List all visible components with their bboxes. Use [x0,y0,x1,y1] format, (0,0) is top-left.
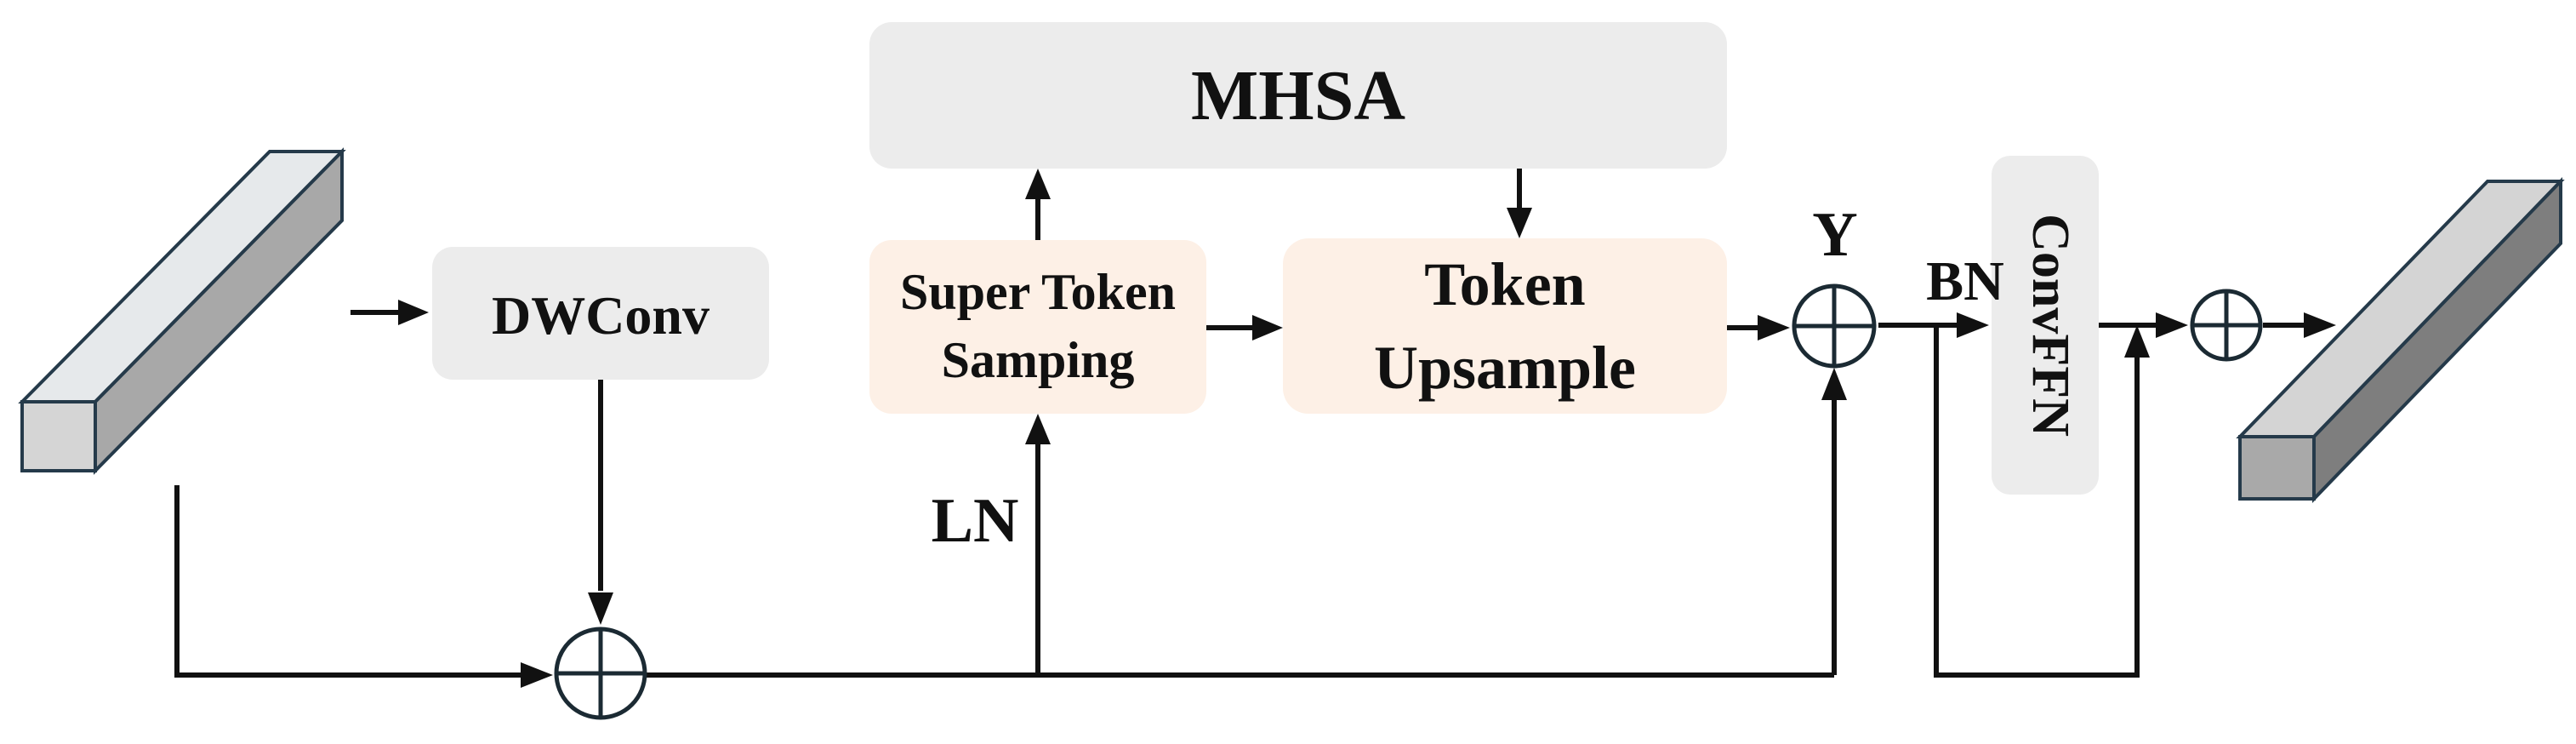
connections [174,169,2336,688]
y-label: Y [1812,200,1857,270]
convffn-block: ConvFFN [1992,156,2099,495]
bn-label: BN [1926,250,2004,312]
dwconv-block: DWConv [432,247,769,380]
convffn-label: ConvFFN [2021,214,2079,437]
token-upsample-label-line2: Upsample [1374,334,1636,402]
add-node-3 [2190,289,2263,362]
super-token-sampling-block: Super Token Samping [869,240,1206,414]
mhsa-label: MHSA [1191,56,1405,135]
add-node-1 [554,627,647,720]
token-upsample-label-line1: Token [1424,250,1585,318]
super-token-label-line2: Samping [942,332,1135,388]
add-node-2 [1792,283,1877,369]
mhsa-block: MHSA [869,22,1727,169]
input-tensor [18,147,346,475]
token-upsample-block: Token Upsample [1283,238,1727,414]
dwconv-label: DWConv [492,285,710,346]
output-tensor [2236,177,2565,503]
super-token-label-line1: Super Token [900,264,1176,320]
ln-label: LN [932,486,1019,556]
